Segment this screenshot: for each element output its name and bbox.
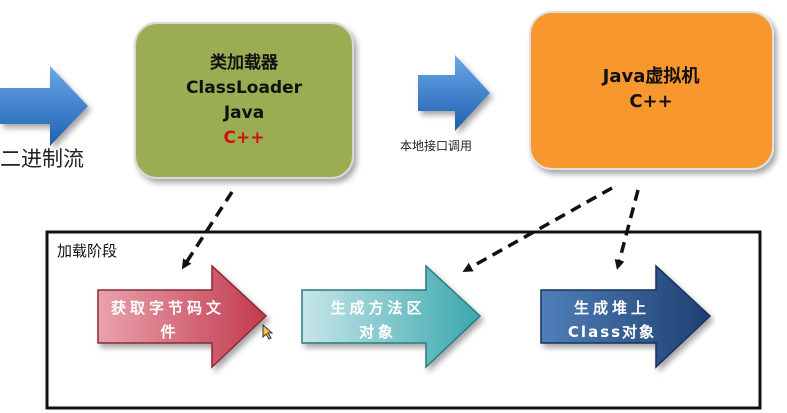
classloader-line1: 类加载器 <box>210 52 279 73</box>
step-1-line1: 获取字节码文 <box>111 299 225 317</box>
loading-stage-frame: 加载阶段 <box>45 230 762 410</box>
step-3-line1: 生成堆上 <box>574 299 650 317</box>
input-arrow-icon <box>0 66 88 146</box>
step-3-line2: Class对象 <box>568 323 656 341</box>
jvm-line1: Java虚拟机 <box>601 65 700 87</box>
dashed-arrow-jvm-to-heap <box>614 189 640 270</box>
classloader-line3: Java <box>223 103 264 123</box>
classloader-line4: C++ <box>224 128 265 148</box>
classloader-box: 类加载器 ClassLoader Java C++ <box>134 22 354 179</box>
mouse-cursor-icon <box>262 324 274 340</box>
classloader-line2: ClassLoader <box>186 78 303 98</box>
jvm-line2: C++ <box>629 91 672 112</box>
step-1-line2: 件 <box>160 323 175 341</box>
native-call-label: 本地接口调用 <box>400 138 472 153</box>
input-label: 二进制流 <box>0 147 84 171</box>
step-2-line2: 对象 <box>359 323 397 341</box>
native-call-arrow-icon <box>418 55 490 131</box>
step-arrow-method-area-object: 生成方法区 对象 <box>301 264 482 369</box>
step-arrow-fetch-bytecode: 获取字节码文 件 <box>97 264 268 369</box>
loading-stage-title: 加载阶段 <box>57 242 117 260</box>
dashed-arrow-jvm-to-method-area <box>462 186 613 272</box>
jvm-box: Java虚拟机 C++ <box>529 11 774 170</box>
dashed-arrow-classloader-to-fetch <box>181 191 234 270</box>
step-2-line1: 生成方法区 <box>330 299 425 317</box>
step-arrow-heap-class-object: 生成堆上 Class对象 <box>540 264 712 369</box>
